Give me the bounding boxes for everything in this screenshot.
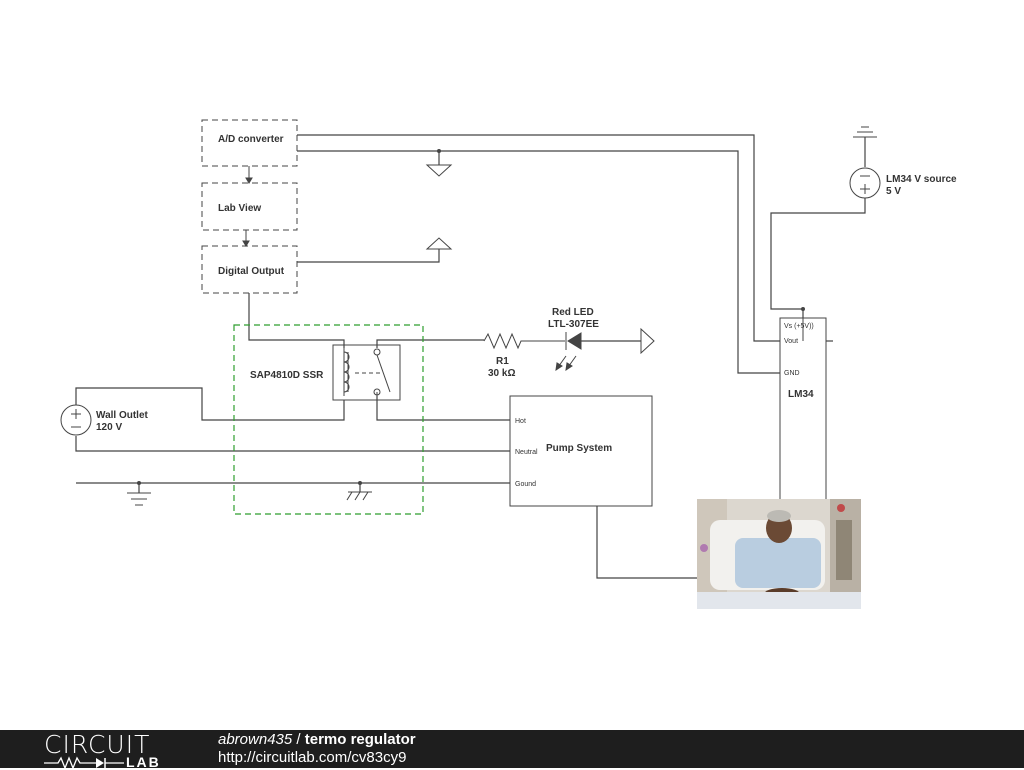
resistor-name: R1 <box>496 356 509 367</box>
led-name: Red LED <box>552 307 594 318</box>
earth-ground-icon <box>127 492 151 506</box>
logo-text-bottom: LAB <box>126 754 161 770</box>
circuit-title[interactable]: termo regulator <box>304 731 416 748</box>
footer-bar: CIRCUIT LAB abrown435 / termo regulator … <box>0 730 1024 770</box>
ad-converter-label: A/D converter <box>218 134 284 145</box>
block-arrows <box>242 166 253 247</box>
pin-neutral: Neutral <box>515 449 538 456</box>
circuit-url[interactable]: http://circuitlab.com/cv83cy9 <box>218 749 407 766</box>
wires <box>75 134 866 579</box>
digital-output-block <box>201 245 298 294</box>
ground-reference-icon <box>425 164 453 177</box>
source-value: 5 V <box>886 186 901 197</box>
chassis-ground-icon <box>346 491 372 501</box>
pin-vout: Vout <box>784 338 798 345</box>
lab-view-block <box>201 182 298 231</box>
digital-output-label: Digital Output <box>218 266 285 277</box>
pump-system-block <box>509 395 653 507</box>
logo-waveform-icon <box>44 756 124 770</box>
logo-text-top: CIRCUIT <box>44 730 151 759</box>
output-terminal-icon <box>640 327 655 355</box>
resistor-symbol <box>483 332 565 350</box>
ssr-label: SAP4810D SSR <box>250 370 324 381</box>
pin-ground: Gound <box>515 481 536 488</box>
pin-gnd: GND <box>784 370 800 377</box>
resistor-value: 30 kΩ <box>488 368 515 379</box>
junction-dot <box>801 307 805 311</box>
circuit-meta: abrown435 / termo regulator http://circu… <box>218 731 416 767</box>
lm34-block <box>779 317 827 507</box>
source-ground-icon <box>853 126 877 138</box>
voltage-source-symbol <box>849 167 881 199</box>
lab-view-label: Lab View <box>218 203 261 214</box>
lm34-label: LM34 <box>788 389 814 400</box>
outlet-value: 120 V <box>96 422 122 433</box>
wall-outlet-symbol <box>60 404 92 436</box>
source-name: LM34 V source <box>886 174 957 185</box>
pump-system-label: Pump System <box>546 443 612 454</box>
led-part: LTL-307EE <box>548 319 599 330</box>
voltage-reference-icon <box>425 237 453 250</box>
circuitlab-logo[interactable]: CIRCUIT LAB <box>44 730 184 770</box>
junction-dot <box>437 149 441 153</box>
junction-dot <box>358 481 362 485</box>
title-separator: / <box>292 731 305 748</box>
author-link[interactable]: abrown435 <box>218 731 293 748</box>
circuit-schematic: A/D converter Lab View Digital Output <box>60 119 957 609</box>
ssr-relay <box>332 344 401 401</box>
ssr-boundary <box>233 324 424 515</box>
pin-vs: Vs (+5V)) <box>784 323 814 330</box>
pin-hot: Hot <box>515 418 526 425</box>
junction-dot <box>137 481 141 485</box>
led-symbol <box>555 332 582 372</box>
patient-photo <box>697 499 861 609</box>
outlet-name: Wall Outlet <box>96 410 149 421</box>
